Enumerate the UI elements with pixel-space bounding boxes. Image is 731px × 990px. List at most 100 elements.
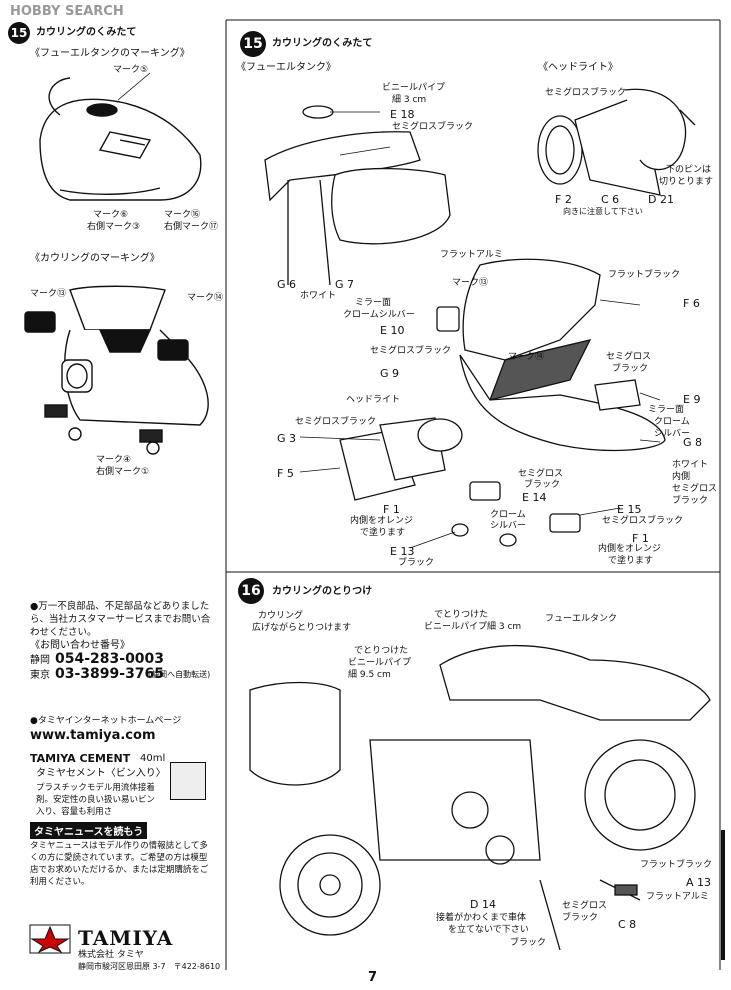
label-mark16: マーク⑯	[164, 210, 201, 220]
part-g3: G 3	[277, 432, 297, 445]
upper-cowl-drawing	[339, 258, 666, 547]
part-f1-right: F 1	[632, 532, 649, 545]
c8-flat: セミグロス	[562, 901, 608, 911]
news-title: タミヤニュースを読もう	[30, 822, 148, 839]
f1-left-note1: 内側をオレンジ	[350, 516, 414, 526]
notice-text: ●万一不良部品、不足部品などありましたら、当社カスタマーサービスまでお問い合わせ…	[30, 601, 211, 638]
phone1: 054-283-0003	[55, 651, 165, 667]
tank-marking-drawing	[39, 77, 202, 201]
semi-1: セミグロス	[606, 352, 652, 362]
motorcycle-drawing	[249, 644, 711, 951]
step15-title: カウリングのくみたて	[272, 38, 373, 49]
part-d21: D 21	[648, 193, 674, 206]
c8-black: ブラック	[562, 913, 599, 923]
e18-color: セミグロスブラック	[392, 122, 474, 132]
tank-marking-title: 《フューエルタンクのマーキング》	[30, 48, 190, 59]
label-mark14-r: マーク⑭	[508, 352, 545, 362]
part-f1-left: F 1	[383, 503, 400, 516]
part-f5: F 5	[277, 467, 294, 480]
homepage-url[interactable]: www.tamiya.com	[30, 728, 156, 743]
fuel-tank-heading: 《フューエルタンク》	[236, 62, 336, 73]
headlight-label: ヘッドライト	[346, 395, 401, 405]
part-e14: E 14	[522, 491, 547, 504]
stand-note-2: を立てないで下さい	[448, 925, 529, 935]
black-1: ブラック	[612, 364, 649, 374]
contact-title: 《お問い合わせ番号》	[30, 640, 130, 651]
part-e10: E 10	[380, 324, 405, 337]
pipe9-note2: ビニールパイプ	[348, 658, 412, 668]
f1-left-note2: で塗ります	[360, 528, 406, 538]
label-mark14: マーク⑭	[187, 293, 224, 303]
part-e9: E 9	[683, 393, 701, 406]
step16-title: カウリングのとりつけ	[272, 586, 373, 597]
flat-aluminum: フラットアルミ	[440, 250, 503, 260]
stand-note-1: 接着がかわくまで車体	[436, 913, 527, 923]
cowl-note-1: カウリング	[258, 611, 304, 621]
g8-semi: セミグロス	[672, 484, 718, 494]
pipe9-note3: 細 9.5 cm	[348, 670, 391, 680]
pipe9-note1: でとりつけた	[354, 646, 409, 656]
brand-name: TAMIYA	[78, 926, 174, 950]
phone2-city: 東京	[30, 670, 50, 681]
part-e13: E 13	[390, 545, 415, 558]
part-f2: F 2	[555, 193, 572, 206]
fuel-tank-label: フューエルタンク	[545, 614, 618, 624]
cement-jp: タミヤセメント〈ビン入り〉	[36, 768, 166, 779]
c6-note: 向きに注意して下さい	[563, 207, 643, 216]
e15-color: セミグロスブラック	[602, 516, 684, 526]
label-mark5: マーク⑤	[113, 65, 149, 75]
part-g8: G 8	[683, 436, 703, 449]
label-mark6: マーク⑥	[93, 210, 129, 220]
fuel-tank-cover-drawing	[264, 105, 451, 286]
pin-note-2: 切りとります	[659, 177, 714, 187]
label-mark4: マーク④	[96, 455, 132, 465]
cement-bottle-icon	[170, 762, 206, 800]
e9-chrome: クローム	[654, 417, 690, 427]
g3-color: セミグロスブラック	[295, 417, 377, 427]
e10-color: セミグロスブラック	[370, 346, 452, 356]
part-d14: D 14	[470, 898, 496, 911]
part-c8: C 8	[618, 918, 637, 931]
headlight-heading: 《ヘッドライト》	[538, 62, 618, 73]
step-badge: 15	[8, 22, 30, 44]
f1-right-note2: で塗ります	[608, 556, 654, 566]
e14-semi: セミグロス	[518, 469, 564, 479]
step16-badge: 16	[238, 578, 264, 604]
homepage-title: ●タミヤインターネットホームページ	[30, 716, 182, 726]
g-color-white: ホワイト	[300, 291, 337, 301]
part-a13: A 13	[686, 876, 712, 889]
e9-mirror: ミラー面	[648, 405, 685, 415]
cowl-marking-drawing	[24, 285, 209, 455]
part-g6: G 6	[277, 278, 297, 291]
flat-black-2: フラットブラック	[640, 860, 713, 870]
phone1-city: 静岡	[30, 655, 50, 666]
watermark: HOBBY SEARCH	[10, 4, 124, 19]
flat-aluminum-2: フラットアルミ	[646, 892, 709, 902]
cowl-note-2: 広げながらとりつけます	[252, 623, 352, 633]
mirror-face: ミラー面	[355, 298, 392, 308]
company-address: 静岡市駿河区恩田原 3-7 〒422-8610	[78, 962, 221, 971]
page-number: 7	[368, 970, 378, 985]
cement-title: TAMIYA CEMENT	[30, 752, 131, 765]
chrome-1: クローム	[490, 510, 526, 520]
tamiya-star-logo	[29, 924, 71, 954]
vinyl-pipe-size: 細 3 cm	[392, 95, 427, 105]
headlight-color: セミグロスブラック	[545, 88, 627, 98]
part-e18: E 18	[390, 108, 415, 121]
cement-desc: プラスチックモデル用流体接着剤。安定性の良い扱い易いビン入り、容量も利用さ	[36, 783, 156, 817]
label-mark17: 右側マーク⑰	[164, 222, 219, 232]
vinyl-pipe: ビニールパイプ	[382, 83, 446, 93]
part-g7: G 7	[335, 278, 355, 291]
f1-right-note1: 内側をオレンジ	[598, 544, 662, 554]
g8-white: ホワイト	[672, 460, 709, 470]
stand-color: ブラック	[510, 938, 547, 948]
flat-black-1: フラットブラック	[608, 270, 681, 280]
cowl-marking-title: 《カウリングのマーキング》	[30, 253, 160, 264]
label-mark13-r: マーク⑬	[452, 278, 489, 288]
phone2: 03-3899-3765	[55, 666, 165, 682]
label-mark1: 右側マーク①	[96, 467, 150, 477]
company-name: 株式会社 タミヤ	[78, 950, 144, 960]
cement-size: 40ml	[140, 753, 166, 764]
headlight-drawing	[537, 88, 696, 196]
